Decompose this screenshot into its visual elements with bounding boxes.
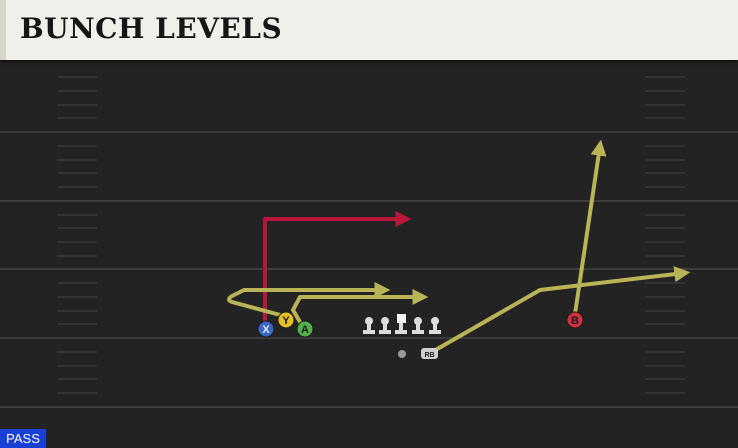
offensive-line [363, 314, 441, 334]
play-type-badge: PASS [0, 429, 46, 448]
player-b-label: B [571, 315, 579, 327]
player-a: A [296, 320, 314, 338]
lineman-4 [429, 317, 441, 334]
center [395, 314, 407, 334]
route-a-drag [291, 289, 429, 324]
play-title: BUNCH LEVELS [20, 12, 283, 45]
route-y-drag [227, 282, 391, 318]
yard-lines [0, 131, 738, 408]
route-rb-wheel [430, 266, 691, 354]
player-rb-label: RB [424, 352, 434, 359]
route-x-corner [263, 211, 412, 324]
play-header: BUNCH LEVELS [0, 0, 738, 60]
player-x-label: X [262, 324, 270, 336]
player-x: X [257, 320, 275, 338]
lineman-2 [379, 317, 391, 334]
lineman-3 [412, 317, 424, 334]
header-accent [0, 0, 6, 60]
quarterback-marker [398, 350, 406, 358]
player-b: B [566, 311, 584, 329]
player-y: Y [277, 311, 295, 329]
route-b-post [573, 139, 607, 316]
play-field: RB X Y A B [0, 76, 738, 408]
lineman-1 [363, 317, 375, 334]
player-y-label: Y [282, 315, 290, 327]
player-a-label: A [301, 324, 309, 336]
hash-marks [57, 76, 685, 394]
player-rb: RB [421, 348, 438, 359]
